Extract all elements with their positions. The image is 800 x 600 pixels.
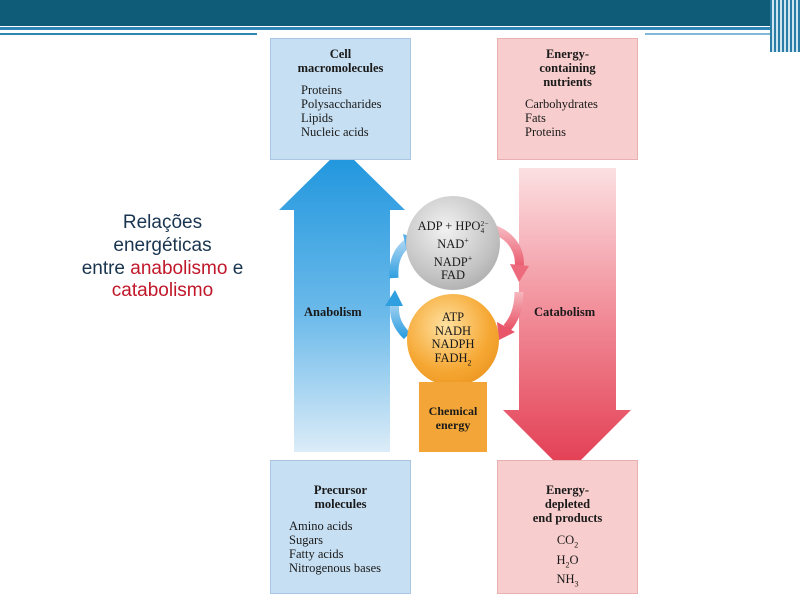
fadh-text: FADH: [434, 350, 468, 365]
co-subscript: 2: [574, 540, 579, 550]
hpo-charge: 2−: [480, 219, 489, 229]
products-title-1: Energy-: [545, 483, 590, 497]
list-item: Lipids: [301, 111, 333, 125]
list-item: Carbohydrates: [525, 97, 598, 111]
co2-item: CO2: [498, 533, 637, 553]
chem-line-1: Chemical: [428, 404, 478, 418]
slide-title: Relações energéticas entre anabolismo e …: [50, 212, 275, 303]
cell-box-list: Proteins Polysaccharides Lipids Nucleic …: [271, 83, 410, 139]
list-item: Polysaccharides: [301, 97, 382, 111]
nad-line: NAD+: [406, 234, 500, 252]
precursor-box: Precursor molecules Amino acids Sugars F…: [270, 460, 411, 594]
header-band: [0, 0, 800, 26]
cycle-arrow-left: [390, 301, 411, 340]
title-anabolism: anabolismo: [130, 257, 228, 279]
h2o-item: H2O: [498, 553, 637, 573]
cycle-arrowhead-right: [497, 322, 515, 340]
precursor-title-1: Precursor: [313, 483, 368, 497]
nh-text: NH: [556, 572, 575, 586]
list-item: Fats: [525, 111, 546, 125]
title-line-1: Relações: [122, 212, 203, 233]
title-catabolism: catabolismo: [111, 280, 214, 302]
nad-plus: +: [464, 236, 469, 246]
products-title-3: end products: [532, 511, 603, 525]
cycle-arrow-right: [503, 291, 524, 331]
end-products-title: Energy- depleted end products: [498, 483, 637, 525]
title-pre: entre: [81, 257, 131, 279]
fadh2-line: FADH2: [407, 350, 499, 370]
precursor-list: Amino acids Sugars Fatty acids Nitrogeno…: [271, 519, 410, 575]
list-item: Amino acids: [289, 519, 353, 533]
precursor-title-2: molecules: [314, 497, 367, 511]
nh3-item: NH3: [498, 572, 637, 592]
adp-text: ADP + HPO: [417, 219, 481, 233]
list-item: Fatty acids: [289, 547, 344, 561]
list-item: Sugars: [289, 533, 324, 547]
h-subscript: 2: [565, 560, 570, 569]
catabolism-label: Catabolism: [534, 305, 596, 319]
nutrients-box: Energy- containing nutrients Carbohydrat…: [497, 38, 638, 160]
nutrients-title-2: containing: [539, 61, 596, 75]
nh-subscript: 3: [574, 579, 579, 589]
nutrients-list: Carbohydrates Fats Proteins: [498, 97, 637, 139]
list-item: Nucleic acids: [301, 125, 369, 139]
hpo-subscript: 4: [480, 226, 485, 236]
metabolism-diagram: Cell macromolecules Proteins Polysacchar…: [257, 30, 645, 598]
cell-box-title-2: macromolecules: [297, 61, 384, 75]
nad-text: NAD: [437, 237, 465, 252]
co-text: CO: [556, 533, 575, 547]
nutrients-title-1: Energy-: [545, 47, 590, 61]
title-line-3: entre anabolismo e: [50, 258, 275, 281]
nadph-line: NADPH: [431, 337, 475, 351]
header-stripes: [770, 0, 800, 52]
end-products-box: Energy- depleted end products CO2 H2O NH…: [497, 460, 638, 594]
anabolism-arrow: [279, 148, 405, 452]
list-item: Proteins: [525, 125, 566, 139]
nadp-plus: +: [467, 253, 473, 263]
header-rule-left: [0, 33, 260, 35]
h-text: H: [556, 552, 566, 567]
atp-line: ATP: [441, 310, 465, 324]
list-item: Nitrogenous bases: [289, 561, 381, 575]
nutrients-box-title: Energy- containing nutrients: [498, 47, 637, 89]
high-energy-carriers: ATP NADH NADPH FADH2: [407, 294, 499, 386]
title-line-2: energéticas: [113, 234, 212, 256]
cell-box-title-1: Cell: [329, 47, 352, 61]
chem-line-2: energy: [435, 418, 471, 432]
cycle-arrowhead-top: [510, 264, 529, 282]
list-item: Proteins: [301, 83, 342, 97]
chemical-energy-box: Chemical energy: [419, 382, 487, 452]
catabolism-arrow: [503, 168, 631, 474]
precursor-box-title: Precursor molecules: [271, 483, 410, 511]
cycle-arrowhead-left: [385, 290, 403, 306]
title-mid: e: [227, 257, 244, 279]
header-rule: [0, 27, 800, 30]
nadp-text: NADP: [433, 254, 468, 269]
header-rule-right: [640, 33, 800, 35]
fadh-subscript: 2: [467, 358, 472, 367]
anabolism-label: Anabolism: [304, 305, 362, 319]
cell-box-title: Cell macromolecules: [271, 47, 410, 75]
nutrients-title-3: nutrients: [543, 75, 592, 89]
products-title-2: depleted: [544, 497, 591, 511]
o-text: O: [569, 552, 579, 567]
nadh-line: NADH: [434, 323, 472, 338]
fad-line: FAD: [440, 268, 466, 283]
end-products-list: CO2 H2O NH3: [498, 533, 637, 592]
nadp-line: NADP+: [406, 252, 500, 270]
cell-macromolecules-box: Cell macromolecules Proteins Polysacchar…: [270, 38, 411, 160]
